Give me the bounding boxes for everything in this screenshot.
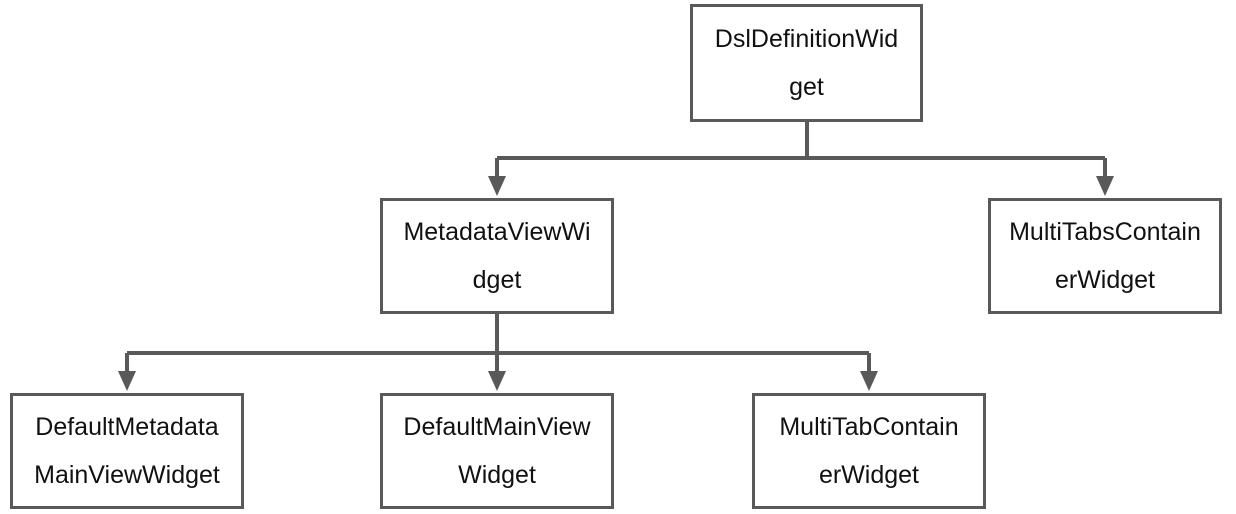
node-multi-tab-container-widget: MultiTabContain erWidget — [752, 393, 986, 509]
node-default-metadata-main-view-widget: DefaultMetadata MainViewWidget — [10, 393, 244, 509]
node-label-line1: DefaultMetadata — [35, 413, 219, 441]
node-label-line2: MainViewWidget — [34, 461, 220, 489]
node-label-line1: MultiTabsContain — [1009, 218, 1201, 246]
arrowhead-default-main-view — [488, 371, 506, 391]
node-default-main-view-widget: DefaultMainView Widget — [380, 393, 614, 509]
arrowhead-metadata-view — [488, 176, 506, 196]
node-label-line1: DslDefinitionWid — [714, 25, 899, 53]
node-metadata-view-widget: MetadataViewWi dget — [380, 198, 614, 314]
node-dsl-definition-widget: DslDefinitionWid get — [690, 4, 923, 122]
node-label-line2: erWidget — [1054, 266, 1156, 294]
node-label-line1: MultiTabContain — [779, 413, 959, 441]
node-label-line2: dget — [472, 266, 522, 294]
arrowhead-multi-tabs-container — [1096, 176, 1114, 196]
node-multi-tabs-container-widget: MultiTabsContain erWidget — [988, 198, 1222, 314]
arrowhead-multi-tab-container — [860, 371, 878, 391]
arrowhead-default-metadata-main-view — [118, 371, 136, 391]
node-label-line2: erWidget — [818, 461, 920, 489]
node-label-line2: Widget — [458, 461, 536, 489]
node-label-line1: DefaultMainView — [403, 413, 591, 441]
node-label-line1: MetadataViewWi — [403, 218, 591, 246]
node-label-line2: get — [789, 73, 824, 101]
